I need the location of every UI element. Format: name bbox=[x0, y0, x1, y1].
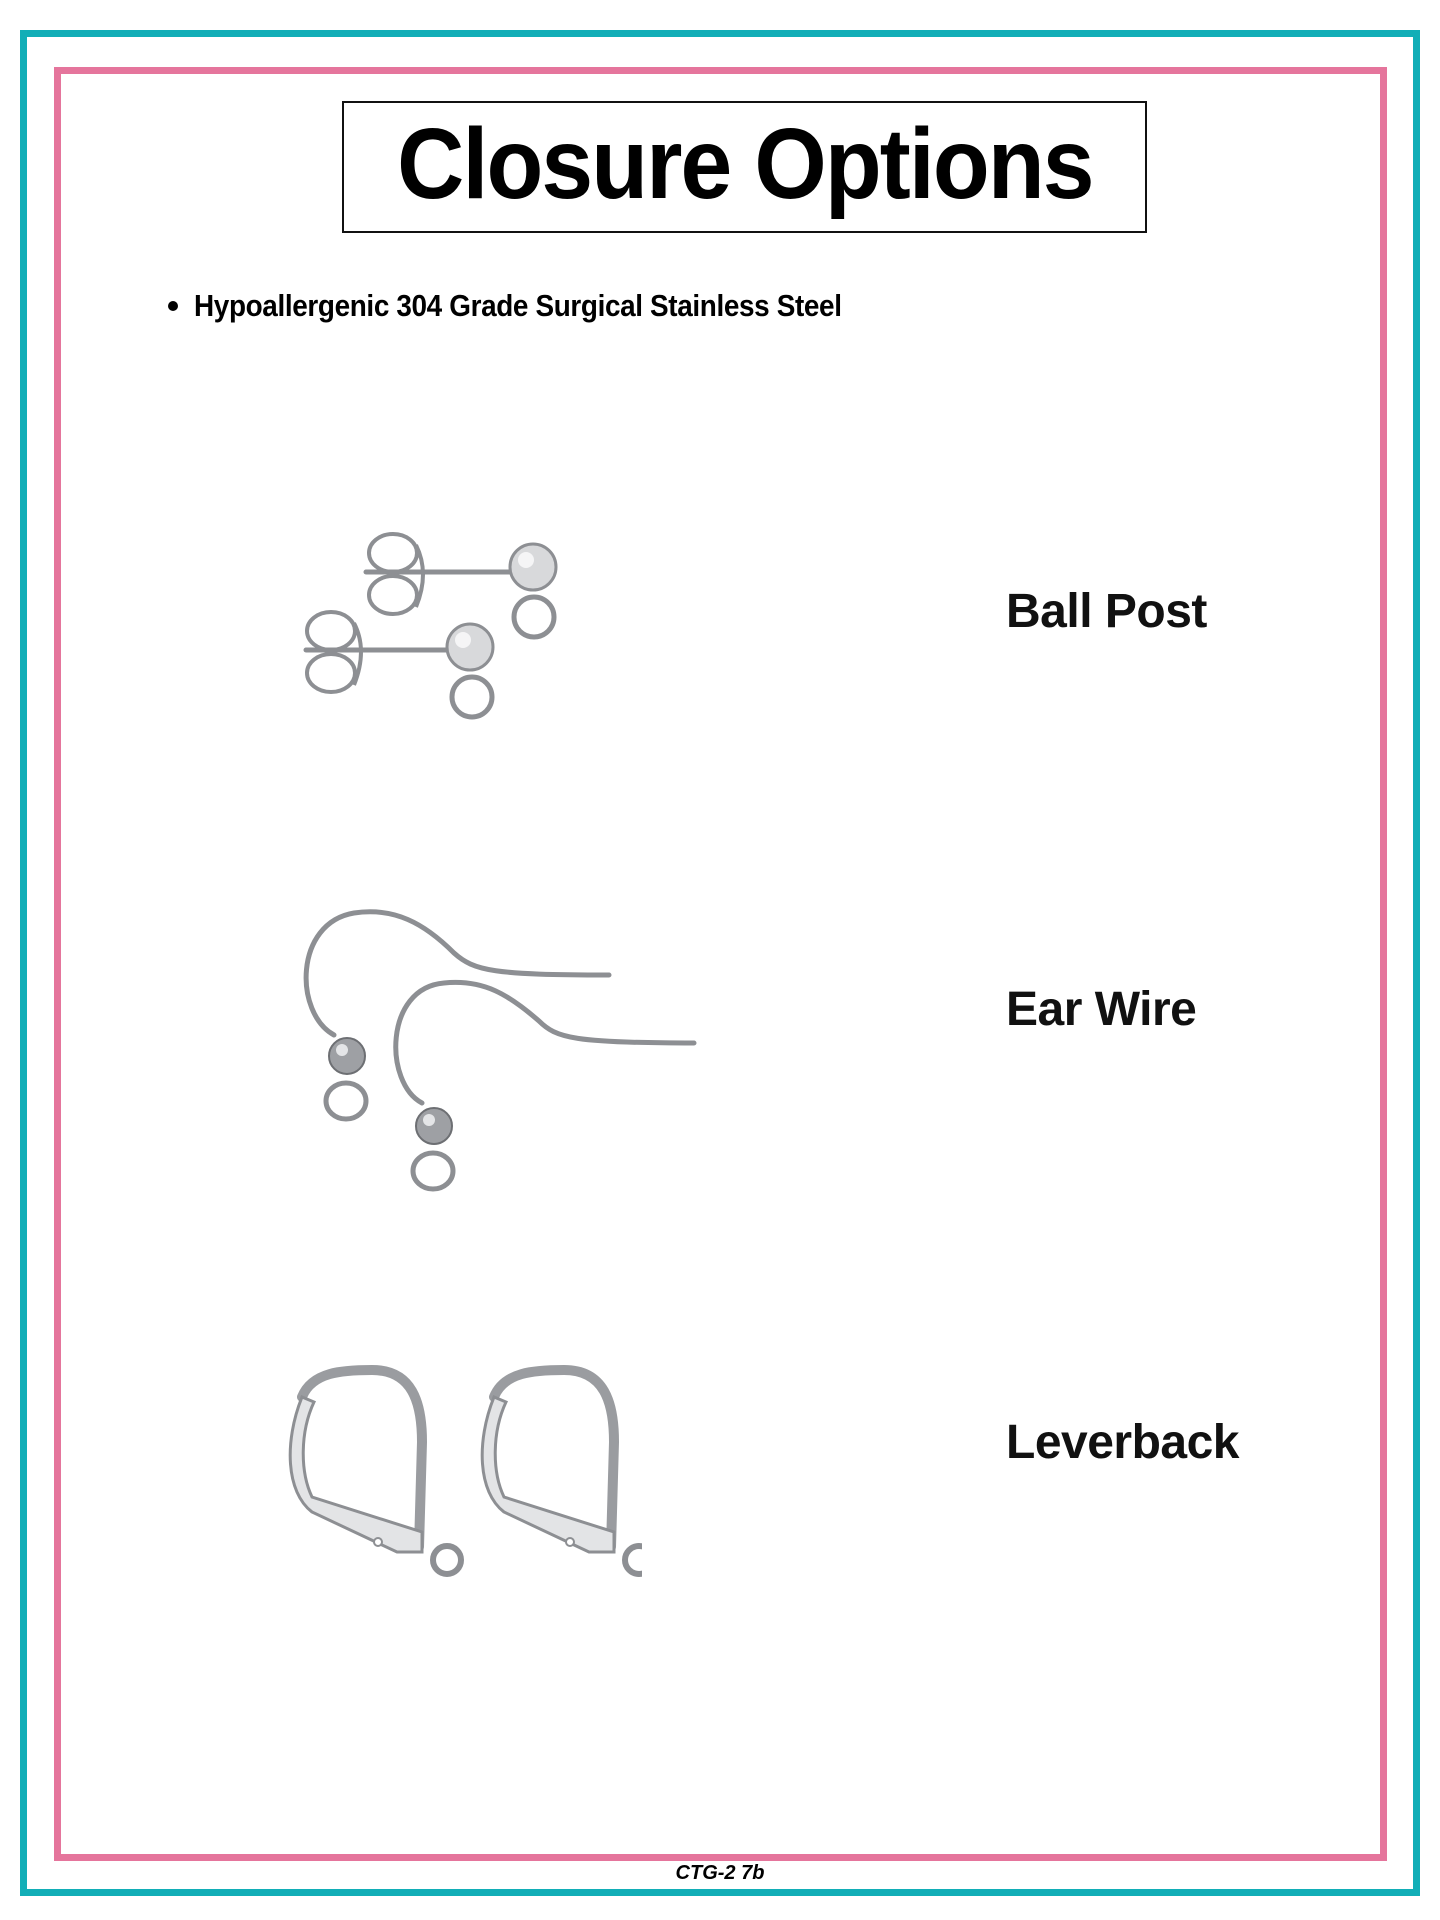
bullet-icon bbox=[168, 301, 178, 311]
feature-text: Hypoallergenic 304 Grade Surgical Stainl… bbox=[194, 288, 842, 323]
ear-wire-earring-icon bbox=[303, 909, 697, 1192]
inner-pink-border bbox=[54, 67, 1387, 1861]
option-label: Ball Post bbox=[1006, 585, 1207, 638]
outer-teal-border bbox=[20, 30, 1420, 1896]
title-box: Closure Options bbox=[342, 101, 1147, 233]
feature-item: Hypoallergenic 304 Grade Surgical Stainl… bbox=[168, 288, 914, 324]
option-label: Ear Wire bbox=[1006, 983, 1197, 1036]
footer-code: CTG-2 7b bbox=[675, 1862, 765, 1884]
page-title: Closure Options bbox=[396, 108, 1094, 220]
feature-list: Hypoallergenic 304 Grade Surgical Stainl… bbox=[168, 288, 914, 324]
option-label: Leverback bbox=[1006, 1416, 1240, 1469]
ball-post-earring-icon bbox=[303, 532, 558, 720]
leverback-earring-icon bbox=[288, 1364, 642, 1577]
